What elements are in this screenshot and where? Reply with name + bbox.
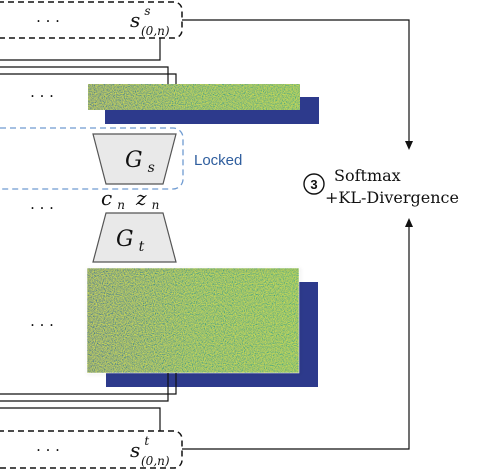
top-to-loss-arrow-line — [182, 19, 410, 142]
locked-label: Locked — [194, 152, 242, 169]
gs-label: G s — [125, 148, 155, 176]
top-connectors — [0, 38, 177, 84]
bottom-to-loss-arrow-line — [182, 226, 410, 450]
row-dots-1: · · · — [30, 87, 54, 105]
teacher-feature-front — [87, 268, 299, 373]
bottom-box-dots: · · · — [36, 441, 60, 459]
gt-trapezoid — [92, 212, 177, 263]
row-dots-3: · · · — [30, 316, 54, 334]
student-feature-front — [88, 84, 300, 110]
loss-block: 3 Softmax +KL-Divergence — [303, 166, 459, 207]
loss-line-2: +KL-Divergence — [325, 188, 459, 207]
teacher-feature-map — [86, 267, 318, 387]
loss-line-1: Softmax — [334, 166, 401, 185]
bottom-connectors — [0, 373, 177, 431]
gt-label: G t — [116, 227, 145, 255]
teacher-feature-shadow — [86, 267, 300, 374]
teacher-generator-block: G t — [92, 212, 177, 263]
top-box-symbol: s s — [130, 4, 151, 32]
teacher-output-box-bottom: · · · s t (0,n) — [0, 430, 183, 469]
bottom-to-loss-arrowhead — [405, 218, 413, 227]
gs-trapezoid — [92, 133, 177, 185]
student-generator-block: G s — [92, 133, 177, 185]
top-box-subscript: (0,n) — [141, 24, 170, 38]
input-z-label: z n — [135, 186, 159, 212]
row-dots-2: · · · — [30, 199, 54, 217]
locked-region-border — [0, 127, 184, 190]
input-c-label: c n — [101, 186, 125, 212]
top-to-loss-arrowhead — [405, 141, 413, 150]
step-number-circle — [303, 173, 325, 195]
teacher-output-box-top: · · · s s (0,n) — [0, 1, 183, 39]
bottom-box-symbol: s t — [130, 434, 149, 462]
bottom-box-subscript: (0,n) — [141, 454, 170, 468]
step-number: 3 — [310, 177, 317, 192]
top-box-dots: · · · — [36, 12, 60, 30]
student-feature-map — [88, 84, 319, 124]
